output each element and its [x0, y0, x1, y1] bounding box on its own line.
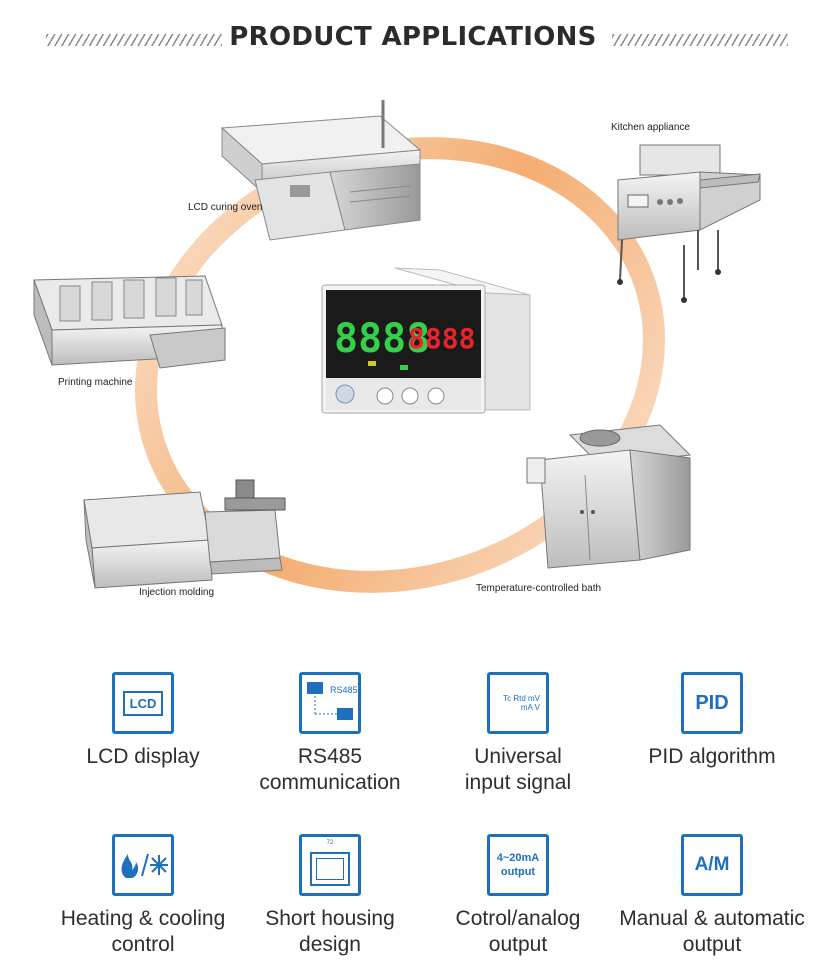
- input-signal-icon-text: Tc Rtd mV mA V: [503, 694, 540, 712]
- lcd-icon: LCD: [112, 672, 174, 734]
- page-title: PRODUCT APPLICATIONS: [229, 22, 597, 52]
- caption-printing-machine: Printing machine: [58, 377, 133, 388]
- feature-label-line2: input signal: [464, 771, 572, 794]
- caption-lcd-curing-oven: LCD curing oven: [188, 202, 263, 213]
- applications-illustration: 8888 8888: [33, 100, 761, 593]
- lcd-curing-oven-image: [220, 100, 422, 241]
- pid-icon: PID: [681, 672, 743, 734]
- header-hatch-right: [612, 34, 788, 46]
- feature-analog-output: 4~20mA output Cotrol/analog output: [418, 834, 618, 958]
- feature-label-line1: RS485: [297, 745, 363, 768]
- feature-pid: PID PID algorithm: [612, 672, 812, 770]
- feature-manual-auto: A/M Manual & automatic output: [612, 834, 812, 958]
- analog-output-icon-text: 4~20mA output: [496, 852, 540, 878]
- input-signal-icon: Tc Rtd mV mA V: [487, 672, 549, 734]
- feature-label-line2: control: [111, 933, 175, 956]
- caption-kitchen-appliance: Kitchen appliance: [611, 122, 690, 133]
- feature-label: Manual & automatic output: [612, 906, 812, 958]
- feature-label-line2: output: [488, 933, 548, 956]
- am-icon-text: A/M: [694, 854, 730, 875]
- feature-label: Heating & cooling control: [43, 906, 243, 958]
- feature-label-line1: PID algorithm: [648, 745, 776, 768]
- am-icon: A/M: [681, 834, 743, 896]
- feature-heating-cooling: Heating & cooling control: [43, 834, 243, 958]
- display-pv: 8888: [334, 316, 430, 362]
- temperature-bath-image: [526, 424, 692, 569]
- feature-label-line2: output: [682, 933, 742, 956]
- feature-label: LCD display: [43, 744, 243, 770]
- feature-label: Short housing design: [230, 906, 430, 958]
- analog-output-icon: 4~20mA output: [487, 834, 549, 896]
- printing-machine-image: [33, 275, 226, 369]
- caption-injection-molding: Injection molding: [139, 587, 215, 598]
- feature-lcd-display: LCD LCD display: [43, 672, 243, 770]
- pid-icon-text: PID: [695, 691, 729, 714]
- housing-icon-text: 72: [326, 840, 334, 846]
- feature-label-line1: Heating & cooling: [60, 907, 226, 930]
- header-hatch-left: [46, 34, 222, 46]
- applications-section: 8888 8888 LCD curing oven Kitchen applia…: [0, 80, 826, 640]
- injection-molding-image: [83, 479, 286, 589]
- feature-label-line1: Manual & automatic: [619, 907, 805, 930]
- rs485-icon-text: RS485: [330, 685, 358, 695]
- feature-label-line2: communication: [259, 771, 401, 794]
- feature-rs485: RS485 RS485 communication: [230, 672, 430, 796]
- display-sv: 8888: [408, 322, 475, 355]
- feature-label-line1: Cotrol/analog: [455, 907, 581, 930]
- feature-short-housing: 72 Short housing design: [230, 834, 430, 958]
- feature-label-line1: Universal: [474, 745, 562, 768]
- feature-label: RS485 communication: [230, 744, 430, 796]
- rs485-icon: RS485: [299, 672, 361, 734]
- feature-label-line2: design: [299, 933, 361, 956]
- feature-universal-input: Tc Rtd mV mA V Universal input signal: [418, 672, 618, 796]
- feature-label-line1: LCD display: [86, 745, 200, 768]
- header: PRODUCT APPLICATIONS: [0, 0, 826, 80]
- kitchen-appliance-image: [617, 144, 761, 303]
- feature-label: PID algorithm: [612, 744, 812, 770]
- feature-label: Cotrol/analog output: [418, 906, 618, 958]
- housing-icon: 72: [299, 834, 361, 896]
- housing-outline: [310, 852, 350, 886]
- caption-temperature-bath: Temperature-controlled bath: [476, 583, 602, 594]
- heat-cool-icon: [112, 834, 174, 896]
- feature-label-line1: Short housing: [265, 907, 395, 930]
- temperature-controller-image: 8888 8888: [321, 267, 531, 414]
- feature-label: Universal input signal: [418, 744, 618, 796]
- flame-snowflake-graphic: [121, 853, 168, 878]
- lcd-icon-text: LCD: [122, 690, 164, 716]
- rs485-icon-graphic: [307, 682, 353, 720]
